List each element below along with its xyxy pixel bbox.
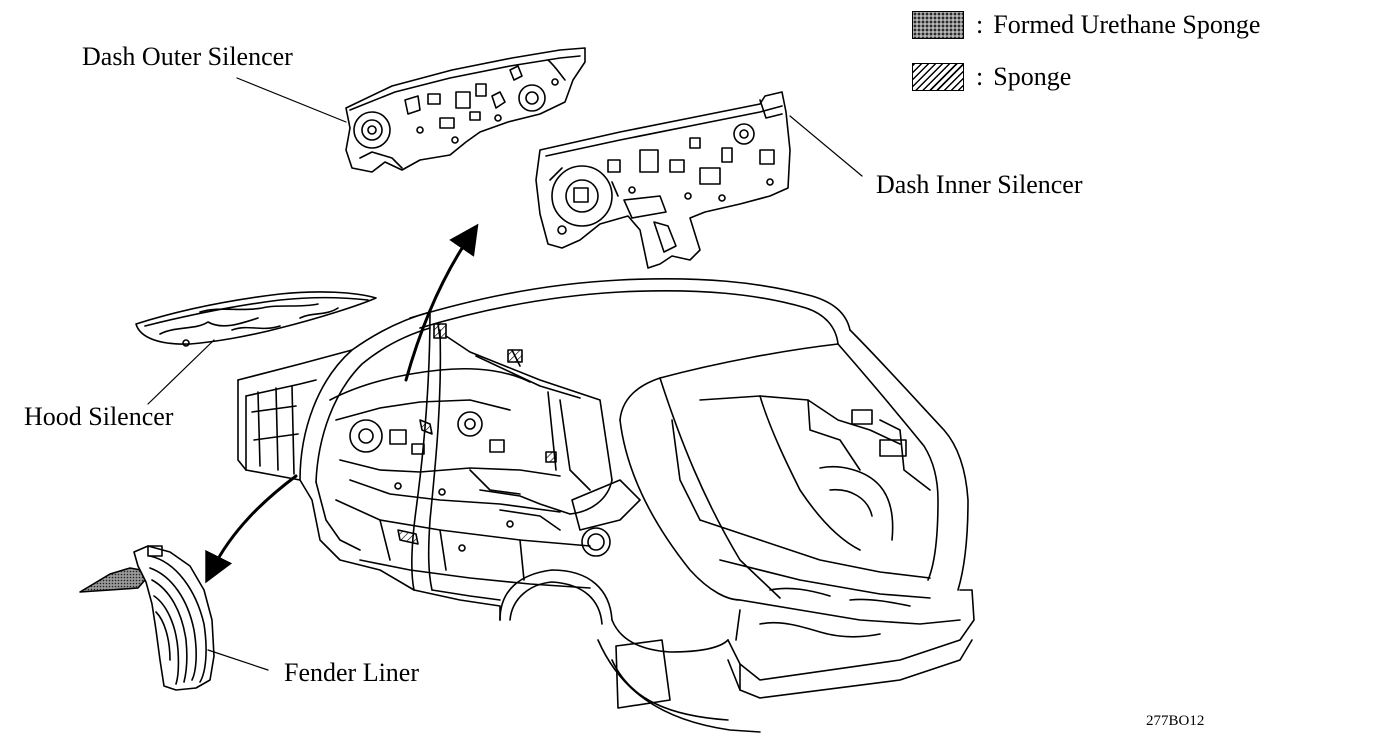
dash-outer-silencer-part [345, 47, 586, 173]
arrow-to-fender-liner [205, 474, 298, 584]
arrow-to-dash-inner-silencer [404, 223, 479, 382]
vehicle-body-shell [237, 277, 975, 733]
legend-colon: : [976, 62, 984, 91]
callout-hood-silencer: Hood Silencer [24, 402, 174, 431]
fender-liner-part [79, 545, 215, 691]
legend-label-sponge: Sponge [993, 62, 1072, 91]
figure-code: 277BO12 [1146, 713, 1205, 729]
sponge-swatch [912, 63, 964, 91]
leader-line-fender-liner [207, 649, 269, 671]
hood-silencer-part [135, 291, 377, 347]
callout-dash-inner-silencer: Dash Inner Silencer [876, 170, 1083, 199]
dash-inner-silencer-part [535, 91, 791, 269]
callout-dash-outer-silencer: Dash Outer Silencer [82, 42, 293, 71]
leader-line-dash-outer-silencer [236, 77, 347, 123]
legend-item-sponge: : Sponge [912, 62, 1071, 92]
legend-label-formed-urethane-sponge: Formed Urethane Sponge [993, 10, 1261, 39]
leader-line-hood-silencer [147, 339, 215, 405]
leader-line-dash-inner-silencer [789, 115, 863, 177]
formed-urethane-sponge-swatch [912, 11, 964, 39]
callout-fender-liner: Fender Liner [284, 658, 420, 687]
legend-colon: : [976, 10, 984, 39]
legend-item-formed-urethane-sponge: : Formed Urethane Sponge [912, 10, 1260, 40]
